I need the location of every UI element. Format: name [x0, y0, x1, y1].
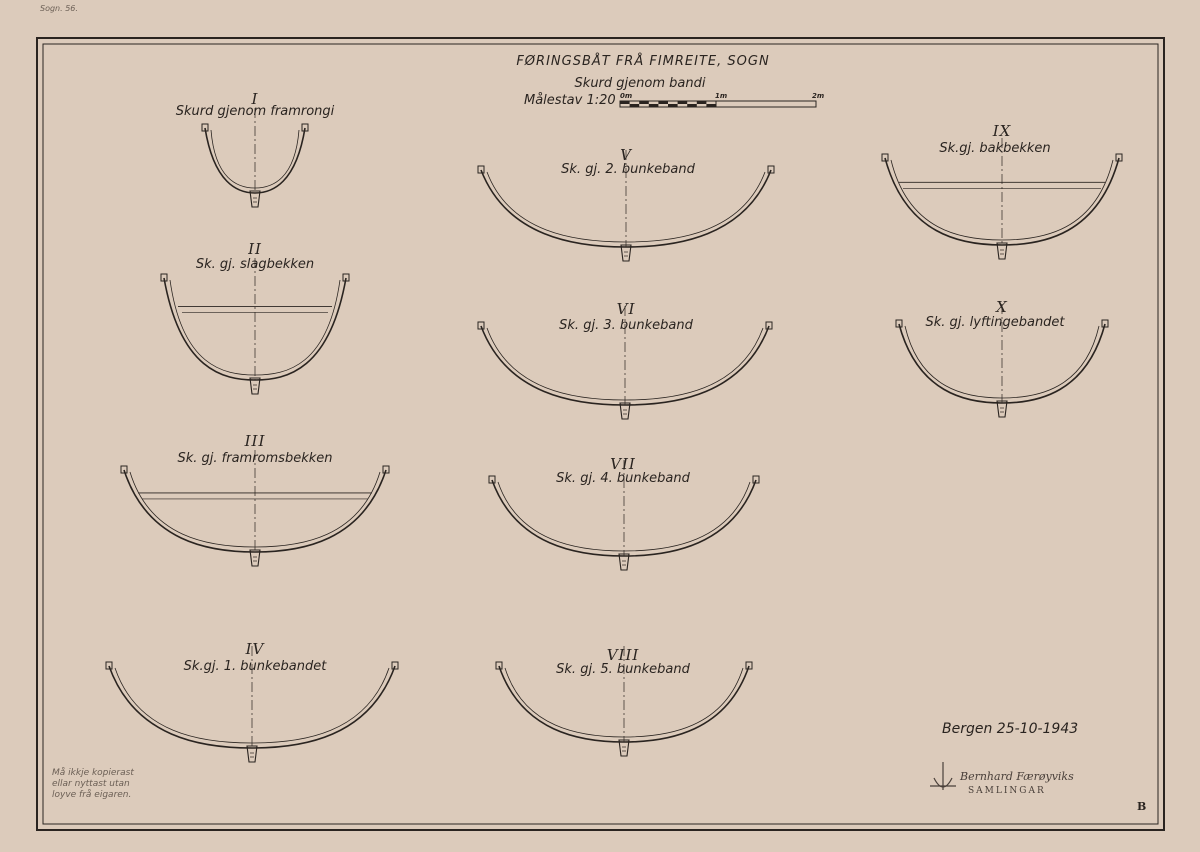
- hull-section-2: [160, 258, 350, 395]
- collection-name: SAMLINGAR: [968, 786, 1046, 796]
- section-numeral: I: [251, 90, 259, 108]
- section-numeral: X: [996, 298, 1008, 316]
- section-label: Sk. gj. 4. bunkeband: [556, 471, 690, 486]
- hull-section-7: [488, 460, 760, 571]
- hull-section-3: [120, 450, 390, 567]
- scale-label: Målestav 1:20: [524, 93, 616, 108]
- section-numeral: VII: [610, 455, 636, 473]
- scale-bar: [619, 100, 817, 108]
- boat-stamp-icon: [930, 762, 956, 790]
- section-numeral: VIII: [606, 646, 640, 664]
- section-numeral: III: [244, 432, 266, 450]
- section-numeral: IX: [992, 122, 1012, 140]
- section-label: Sk.gj. bakbekken: [939, 141, 1051, 156]
- drawing-subtitle: Skurd gjenom bandi: [574, 76, 706, 91]
- hull-section-5: [477, 150, 775, 262]
- section-label: Sk. gj. slagbekken: [195, 257, 315, 272]
- section-numeral: VI: [616, 300, 636, 318]
- section-numeral: IV: [245, 640, 265, 658]
- section-numeral: II: [248, 240, 262, 258]
- scale-tick-0: 0m: [620, 92, 633, 100]
- hull-section-9: [881, 138, 1123, 260]
- section-label: Sk. gj. 2. bunkeband: [561, 162, 695, 177]
- scale-tick-2: 2m: [812, 92, 825, 100]
- hull-section-8: [495, 646, 753, 757]
- section-label: Sk.gj. 1. bunkebandet: [183, 659, 327, 674]
- section-label: Sk. gj. lyftingebandet: [925, 315, 1065, 330]
- section-label: Sk. gj. 5. bunkeband: [556, 662, 690, 677]
- hull-section-10: [895, 304, 1109, 418]
- hull-section-1: [201, 108, 309, 208]
- section-label: Sk. gj. 3. bunkeband: [559, 318, 693, 333]
- section-label: Skurd gjenom framrongi: [175, 104, 335, 119]
- drawing-date: Bergen 25-10-1943: [942, 721, 1079, 737]
- inner-border: [42, 43, 1159, 825]
- section-label: Sk. gj. framromsbekken: [177, 451, 333, 466]
- outer-border: [36, 37, 1165, 831]
- section-numeral: V: [620, 146, 632, 164]
- collection-signature: Bernhard Færøyviks: [960, 770, 1074, 783]
- copyright-note: Må ikkje kopierast ellar nyttast utan lo…: [52, 768, 134, 800]
- sheet-corner-note: Sogn. 56.: [40, 4, 78, 13]
- hull-section-4: [105, 646, 399, 763]
- sheet-corner-mark: B: [1137, 800, 1147, 813]
- scale-tick-1: 1m: [715, 92, 728, 100]
- hull-section-6: [477, 306, 773, 420]
- drawing-title: FØRINGSBÅT FRÅ FIMREITE, SOGN: [516, 54, 770, 69]
